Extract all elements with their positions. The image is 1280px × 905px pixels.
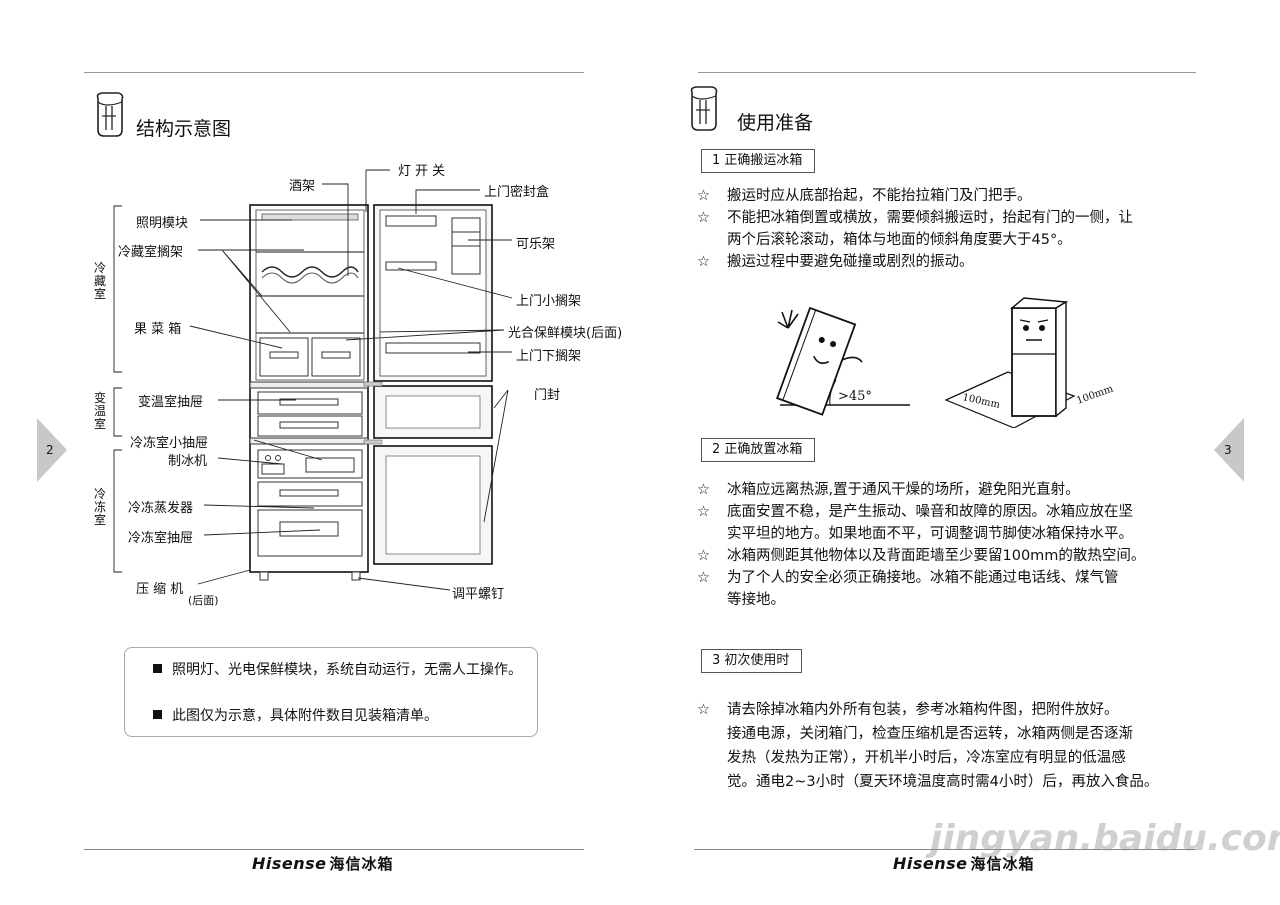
label-ice-maker: 制冰机 — [168, 454, 208, 469]
label-freezer-small-drawer: 冷冻室小抽屉 — [130, 436, 209, 451]
list-item: ☆搬运过程中要避免碰撞或剧烈的振动。 — [697, 251, 1207, 273]
sec1-list: ☆搬运时应从底部抬起，不能抬拉箱门及门把手。 ☆不能把冰箱倒置或横放，需要倾斜搬… — [697, 185, 1207, 273]
star-icon: ☆ — [697, 548, 710, 564]
list-item: ☆请去除掉冰箱内外所有包装，参考冰箱构件图，把附件放好。接通电源，关闭箱门，检查… — [697, 698, 1207, 794]
zone-label-variable: 变温室 — [93, 391, 106, 431]
watermark: jingyan.baidu.com — [930, 818, 1280, 859]
page-number-left: 2 — [46, 443, 54, 457]
zone-label-freezer: 冷冻室 — [93, 487, 106, 527]
list-item: ☆搬运时应从底部抬起，不能抬拉箱门及门把手。 — [697, 185, 1207, 207]
transport-illustration: >45° 100mm 100mm — [776, 297, 1115, 428]
angle-label: >45° — [838, 389, 872, 404]
section-title-preparation: 使用准备 — [737, 112, 814, 134]
label-fruit-box: 果 菜 箱 — [134, 322, 182, 337]
label-freezer-drawer: 冷冻室抽屉 — [128, 531, 194, 546]
section-title-structure: 结构示意图 — [136, 118, 232, 140]
note-item: 照明灯、光电保鲜模块，系统自动运行，无需人工操作。 — [153, 662, 523, 678]
top-rule-left — [84, 72, 584, 73]
label-cola-rack: 可乐架 — [516, 237, 556, 252]
star-icon: ☆ — [697, 210, 710, 226]
sec2-list: ☆冰箱应远离热源,置于通风干燥的场所，避免阳光直射。 ☆底面安置不稳，是产生振动… — [697, 479, 1207, 611]
list-item: ☆底面安置不稳，是产生振动、噪音和故障的原因。冰箱应放在坚实平坦的地方。如果地面… — [697, 501, 1207, 545]
star-icon: ☆ — [697, 702, 710, 718]
label-door-seal: 门封 — [534, 388, 561, 403]
star-icon: ☆ — [697, 504, 710, 520]
note-box: 照明灯、光电保鲜模块，系统自动运行，无需人工操作。 此图仅为示意，具体附件数目见… — [124, 647, 538, 737]
footer-rule-left — [84, 849, 584, 850]
label-compressor: 压 缩 机 — [136, 582, 184, 597]
label-light-switch: 灯开关 — [398, 164, 450, 179]
label-compressor-note: (后面) — [188, 594, 219, 607]
section-icon-left — [96, 92, 124, 137]
star-icon: ☆ — [697, 570, 710, 586]
diagram-leader-lines — [113, 169, 513, 591]
label-variable-drawer: 变温室抽屉 — [138, 395, 204, 410]
label-fridge-shelf: 冷藏室搁架 — [118, 245, 184, 260]
sec3-list: ☆请去除掉冰箱内外所有包装，参考冰箱构件图，把附件放好。接通电源，关闭箱门，检查… — [697, 698, 1207, 794]
label-leveling-screw: 调平螺钉 — [452, 587, 505, 602]
top-rule-right — [698, 72, 1196, 73]
list-item: ☆为了个人的安全必须正确接地。冰箱不能通过电话线、煤气管等接地。 — [697, 567, 1207, 611]
label-upper-bottom-shelf: 上门下搁架 — [516, 349, 582, 364]
fridge-diagram — [249, 204, 493, 581]
label-light-module: 照明模块 — [136, 216, 189, 231]
page-number-right: 3 — [1224, 443, 1232, 457]
label-upper-small-shelf: 上门小搁架 — [516, 294, 582, 309]
heading-placement: 2 正确放置冰箱 — [701, 438, 816, 462]
list-item: ☆不能把冰箱倒置或横放，需要倾斜搬运时，抬起有门的一侧，让两个后滚轮滚动，箱体与… — [697, 207, 1207, 251]
label-door-seal-box: 上门密封盒 — [484, 185, 550, 200]
note-item: 此图仅为示意，具体附件数目见装箱清单。 — [153, 708, 523, 724]
star-icon: ☆ — [697, 254, 710, 270]
label-evaporator: 冷冻蒸发器 — [128, 501, 194, 516]
distance-label-left: 100mm — [961, 392, 1001, 411]
heading-first-use: 3 初次使用时 — [701, 649, 803, 673]
bullet-square-icon — [153, 709, 162, 719]
star-icon: ☆ — [697, 188, 710, 204]
label-photo-module: 光合保鲜模块(后面) — [508, 326, 623, 341]
footer-rule-right — [694, 849, 1196, 850]
section-icon-right — [690, 86, 718, 131]
star-icon: ☆ — [697, 482, 710, 498]
bullet-square-icon — [153, 663, 162, 673]
zone-label-fridge: 冷藏室 — [93, 261, 106, 301]
page-tab-right — [1214, 418, 1244, 482]
heading-transport: 1 正确搬运冰箱 — [701, 149, 816, 173]
list-item: ☆冰箱应远离热源,置于通风干燥的场所，避免阳光直射。 — [697, 479, 1207, 501]
label-wine-rack: 酒架 — [289, 179, 316, 194]
page-tab-left — [37, 418, 67, 482]
list-item: ☆冰箱两侧距其他物体以及背面距墙至少要留100mm的散热空间。 — [697, 545, 1207, 567]
distance-label-right: 100mm — [1075, 383, 1115, 407]
